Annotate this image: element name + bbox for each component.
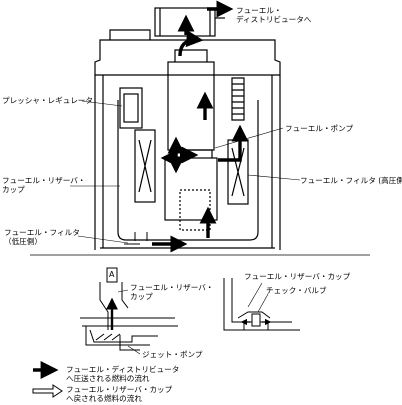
label-fuel-filter-low: フューエル・フィルタ （低圧側） (4, 228, 80, 246)
label-fuel-filter-high: フューエル・フィルタ (高圧側) (300, 176, 402, 185)
return-arrows-main (124, 232, 148, 245)
flow-arrows-main (152, 0, 249, 253)
detail-a-marker: A (109, 270, 115, 279)
label-fuel-pump: フューエル・ポンプ (285, 124, 354, 133)
label-check-valve: チェック・バルブ (266, 286, 327, 295)
check-valve-detail (223, 278, 300, 331)
legend-hollow-arrow (32, 384, 63, 398)
pump-module-body (30, 7, 370, 256)
jet-pump-detail (80, 267, 178, 351)
label-reservoir-cup-detail: フューエル・リザーバ・ カップ (130, 283, 214, 301)
label-reservoir-cup-right: フューエル・リザーバ・カップ (244, 272, 351, 281)
label-to-distributor: フューエル・ ディストリビュータへ (236, 6, 312, 24)
leader-lines-detail-a (117, 289, 141, 355)
legend-hollow-text: フューエル・リザーバ・カップ へ戻される燃料の流れ (66, 385, 173, 403)
label-pressure-regulator: プレッシャ・レギュレータ (2, 96, 93, 105)
legend-solid-text: フューエル・ディストリビュータ へ圧送される燃料の流れ (66, 365, 180, 383)
label-reservoir-cup-main: フューエル・リザーバ・ カップ (2, 176, 86, 194)
leader-lines-main (70, 100, 301, 244)
label-jet-pump: ジェット・ポンプ (142, 350, 203, 359)
leader-lines-detail-b (247, 282, 269, 313)
